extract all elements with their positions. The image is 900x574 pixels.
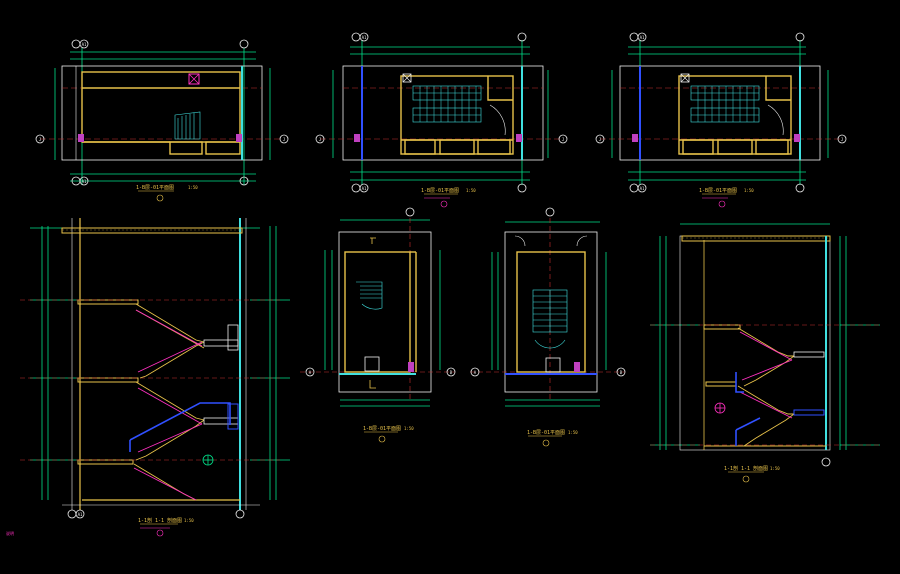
plan-1: J J A1 A1 1-B层-01平面图 1:50 [35, 39, 289, 202]
grid-label-right: J [562, 137, 564, 142]
plan-3-number [718, 200, 726, 208]
section-1: A1 1-1剖 1-1 剖面图 1:50 [20, 218, 290, 537]
plan-4: A B 1-B层-01平面图 1:50 [300, 207, 456, 443]
grid-label-top-left: A1 [82, 42, 87, 47]
grid-label-bottom-left: A1 [362, 186, 367, 191]
plan-4-number [378, 435, 386, 443]
grid-label-left: A [309, 370, 312, 375]
plan-1-number [156, 194, 164, 202]
plan-2-title: 1-B层-01平面图 [421, 188, 459, 194]
section-2-number [742, 475, 750, 483]
grid-label-top-left: A1 [362, 35, 367, 40]
section-2-scale: 1:50 [770, 466, 780, 471]
grid-label-top-left: A1 [640, 35, 645, 40]
grid-label-left: J [39, 137, 41, 142]
plan-2: J J A1 A1 1-B层-01平面图 1:50 [315, 32, 568, 208]
plan-2-number [440, 200, 448, 208]
plan-1-title: 1-B层-01平面图 [136, 185, 174, 191]
grid-label-bottom-left: A1 [82, 179, 87, 184]
plan-5-number [542, 439, 550, 447]
plan-5-title: 1-B层-01平面图 [527, 430, 565, 436]
plan-4-scale: 1:50 [404, 426, 414, 431]
plan-4-title: 1-B层-01平面图 [363, 426, 401, 432]
plan-3-scale: 1:50 [744, 188, 754, 193]
grid-label-left: J [319, 137, 321, 142]
grid-label-left: J [599, 137, 601, 142]
grid-label-right: B [620, 370, 623, 375]
section-1-scale: 1:50 [184, 518, 194, 523]
section-1-number [156, 529, 164, 537]
plan-3: J J A1 A1 1-B层-01平面图 1:50 [595, 32, 847, 208]
plan-1-scale: 1:50 [188, 185, 198, 190]
section-1-title: 1-1剖 1-1 剖面图 [138, 517, 182, 524]
plan-5: A B 1-B层-01平面图 1:50 [470, 207, 626, 447]
legend-note: 说明 [6, 530, 14, 536]
grid-label-right: J [283, 137, 285, 142]
section-2: 1-1剖 1-1 剖面图 1:50 [650, 223, 880, 483]
grid-label-bottom-left: A1 [640, 186, 645, 191]
plan-3-title: 1-B层-01平面图 [699, 188, 737, 194]
grid-label-right: B [450, 370, 453, 375]
plan-5-scale: 1:50 [568, 430, 578, 435]
grid-label-right: J [841, 137, 843, 142]
section-2-title: 1-1剖 1-1 剖面图 [724, 465, 768, 472]
plan-2-scale: 1:50 [466, 188, 476, 193]
grid-label-left: A [474, 370, 477, 375]
grid-label-left: A1 [78, 512, 83, 517]
